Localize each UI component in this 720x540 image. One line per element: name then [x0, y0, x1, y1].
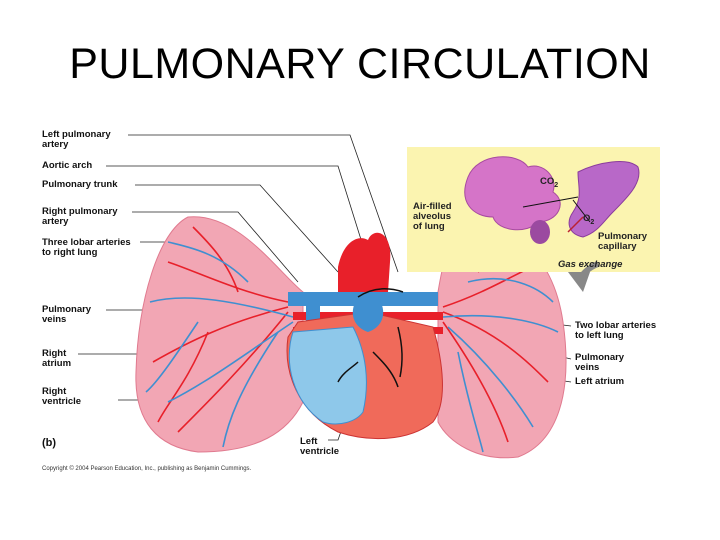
- right-lung: [135, 216, 304, 453]
- label-left-pulmonary-artery: Left pulmonary artery: [42, 129, 111, 150]
- label-aortic-arch: Aortic arch: [42, 160, 93, 171]
- slide-title: PULMONARY CIRCULATION: [69, 40, 651, 88]
- label-right-pulmonary-artery: Right pulmonary artery: [42, 206, 118, 227]
- label-left-atrium: Left atrium: [575, 376, 625, 387]
- label-left-ventricle: Left ventricle: [300, 436, 340, 457]
- label-right-atrium: Right atrium: [42, 348, 72, 369]
- heart-lung-illustration: [78, 134, 660, 459]
- label-co2: CO2: [540, 177, 558, 191]
- label-pulmonary-trunk: Pulmonary trunk: [42, 179, 118, 190]
- co2-subscript: 2: [554, 181, 559, 189]
- label-right-ventricle: Right ventricle: [42, 386, 82, 407]
- gas-exchange-inset: [407, 147, 660, 292]
- heart: [286, 232, 443, 439]
- label-pulmonary-veins-left: Pulmonary veins: [42, 304, 92, 325]
- pulmonary-circulation-figure: Left pulmonary artery Aortic arch Pulmon…: [38, 122, 688, 482]
- copyright-notice: Copyright © 2004 Pearson Education, Inc.…: [42, 466, 252, 472]
- o2-subscript: 2: [590, 218, 595, 226]
- label-three-lobar-arteries: Three lobar arteries to right lung: [42, 237, 131, 258]
- label-pulmonary-veins-right: Pulmonary veins: [575, 352, 625, 373]
- label-air-filled-alveolus: Air-filled alveolus of lung: [413, 201, 452, 232]
- label-pulmonary-capillary: Pulmonary capillary: [598, 231, 648, 252]
- label-gas-exchange: Gas exchange: [558, 259, 623, 270]
- panel-letter: (b): [42, 437, 57, 449]
- co2-text: CO: [540, 176, 555, 187]
- label-two-lobar-arteries: Two lobar arteries to left lung: [575, 320, 657, 341]
- o2-text: O: [583, 213, 591, 224]
- label-o2: O2: [583, 214, 594, 228]
